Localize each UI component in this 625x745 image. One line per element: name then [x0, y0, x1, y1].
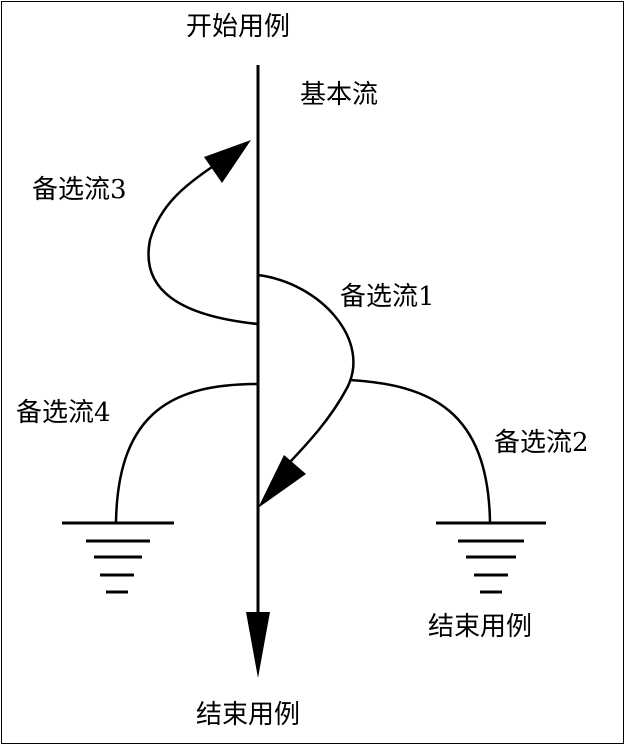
alt-flow-4-curve: [114, 382, 259, 523]
end-use-case-bottom-label: 结束用例: [196, 700, 301, 730]
end-use-case-right-label: 结束用例: [428, 612, 533, 642]
right-ground-symbol-icon: [436, 521, 546, 594]
alt-flow-2-label: 备选流2: [494, 428, 589, 458]
basic-flow-arrowhead-icon: [246, 612, 270, 678]
alt-flow-2-curve: [349, 378, 492, 523]
alt-flow-1-arrowhead-icon: [258, 455, 306, 508]
alt-flow-3-label: 备选流3: [32, 175, 127, 205]
basic-flow-label: 基本流: [300, 80, 379, 110]
alt-flow-1-curve: [257, 273, 355, 463]
alt-flow-3-curve: [147, 163, 259, 326]
alt-flow-3-arrowhead-icon: [204, 140, 251, 183]
start-use-case-label: 开始用例: [186, 12, 291, 42]
left-ground-symbol-icon: [62, 521, 174, 594]
alt-flow-1-label: 备选流1: [340, 282, 435, 312]
alt-flow-4-label: 备选流4: [16, 398, 111, 428]
